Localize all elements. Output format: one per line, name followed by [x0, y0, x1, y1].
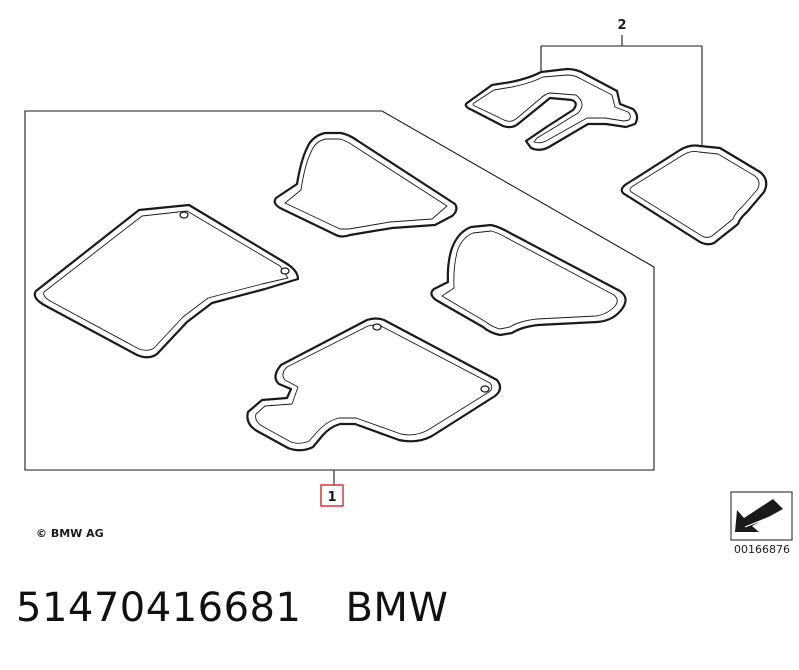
floor-mat-rear-right[interactable]: [246, 317, 502, 452]
floor-mat-rear-left[interactable]: [430, 223, 627, 337]
diagram-reference-number: 00166876: [734, 543, 790, 556]
direction-arrow-icon: [730, 491, 793, 541]
brand-name: BMW: [345, 585, 449, 631]
floor-mat-third-row-left[interactable]: [464, 67, 639, 151]
callout-2-bracket: [540, 35, 703, 148]
group-1-frame: [24, 110, 655, 471]
mat-fixing-hole: [280, 267, 290, 275]
parts-diagram: 1 2 © BMW AG 00166: [24, 18, 793, 556]
mat-fixing-hole: [480, 385, 490, 393]
floor-mat-front-left[interactable]: [33, 203, 300, 359]
callout-1-label[interactable]: 1: [327, 490, 336, 505]
floor-mat-front-right[interactable]: [273, 131, 458, 238]
part-number: 51470416681: [16, 585, 302, 631]
callout-1-box[interactable]: [320, 484, 344, 507]
mat-fixing-hole: [179, 211, 189, 219]
copyright-notice: © BMW AG: [36, 527, 104, 540]
floor-mat-third-row-right[interactable]: [620, 144, 768, 246]
mat-fixing-hole: [372, 323, 382, 331]
part-caption: 51470416681 BMW: [16, 584, 448, 632]
callout-2-label[interactable]: 2: [617, 18, 626, 33]
